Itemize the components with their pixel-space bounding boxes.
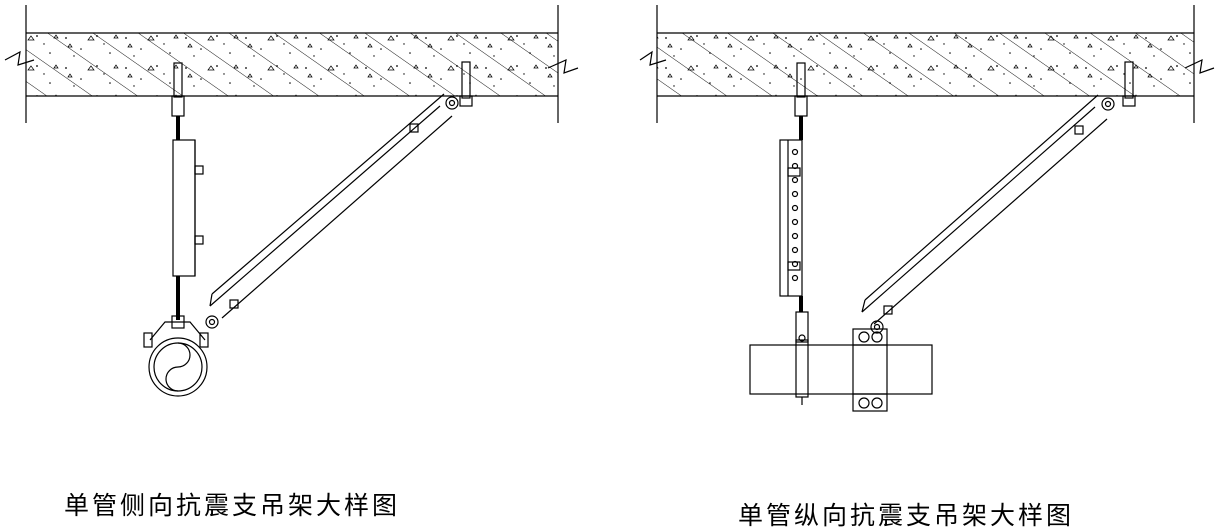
left-detail	[4, 5, 579, 397]
pipe-right	[749, 311, 933, 405]
caption-right: 单管纵向抗震支吊架大样图	[738, 501, 1075, 530]
anchor-bolt-right	[794, 62, 808, 140]
brace-anchor-right	[1122, 61, 1136, 107]
diagonal-brace-left	[205, 93, 459, 329]
hanger-rod-left	[172, 139, 204, 320]
concrete-slab-left	[4, 5, 579, 123]
concrete-slab-right	[639, 5, 1215, 123]
anchor-bolt-left	[171, 62, 185, 140]
channel-right	[779, 139, 803, 312]
riser-clamp-right	[852, 328, 888, 412]
right-detail	[639, 5, 1215, 412]
caption-left: 单管侧向抗震支吊架大样图	[64, 491, 401, 520]
pipe-clamp-left	[143, 315, 209, 397]
brace-anchor-left	[459, 61, 473, 107]
diagonal-brace-right	[861, 94, 1115, 334]
